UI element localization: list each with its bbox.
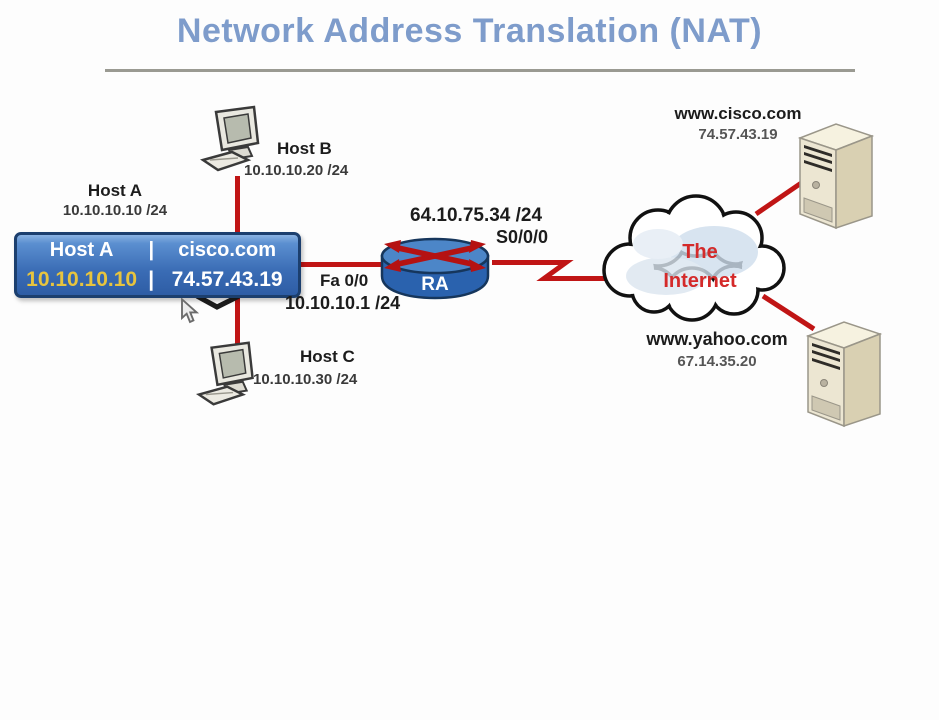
router-arrows-icon	[384, 240, 486, 272]
host-a-ip: 10.10.10.10 /24	[62, 202, 168, 219]
host-b-ip: 10.10.10.20 /24	[244, 162, 349, 179]
nat-translation-table: Host A | cisco.com 10.10.10.10 | 74.57.4…	[14, 232, 301, 298]
cloud-label-line1: The	[682, 241, 718, 263]
router-wan-ip-label: 64.10.75.34 /24	[410, 205, 543, 226]
host-a-name: Host A	[87, 181, 143, 200]
router-name: RA	[421, 274, 449, 295]
mouse-cursor	[181, 298, 200, 324]
router-lan-interface-label: Fa 0/0	[320, 271, 369, 290]
nat-inside-ip: 10.10.10.10	[26, 268, 138, 291]
host-c-ip: 10.10.10.30 /24	[253, 371, 358, 388]
host-c-computer-icon	[195, 341, 254, 406]
cisco-server-icon	[797, 123, 875, 230]
nat-table-header-row: Host A | cisco.com	[17, 235, 298, 265]
page-title: Network Address Translation (NAT)	[176, 12, 763, 50]
nat-outside-ip: 74.57.43.19	[171, 268, 283, 291]
cloud-label-line2: Internet	[663, 270, 737, 292]
yahoo-server-domain: www.yahoo.com	[646, 329, 788, 349]
yahoo-server-link	[761, 293, 816, 332]
router-lan-ip-label: 10.10.10.1 /24	[285, 293, 401, 313]
router-wan-interface-label: S0/0/0	[496, 227, 549, 247]
internet-cloud-label: The Internet	[635, 238, 765, 296]
yahoo-server-ip: 67.14.35.20	[677, 353, 757, 370]
host-b-name: Host B	[277, 139, 332, 158]
nat-inside-host: Host A	[49, 238, 114, 261]
title-underline	[105, 69, 855, 72]
serial-link	[492, 260, 620, 281]
yahoo-server-icon	[805, 321, 883, 428]
host-a-computer-base	[195, 294, 241, 310]
cisco-server-domain: www.cisco.com	[674, 104, 802, 123]
nat-outside-domain: cisco.com	[178, 238, 277, 261]
nat-table-ip-row: 10.10.10.10 | 74.57.43.19	[17, 265, 298, 295]
host-b-computer-icon	[200, 105, 260, 172]
host-c-name: Host C	[300, 347, 355, 366]
internet-cloud-icon	[602, 194, 786, 322]
router-icon: RA	[380, 237, 490, 300]
nat-separator: |	[148, 268, 155, 291]
cisco-server-ip: 74.57.43.19	[698, 126, 778, 143]
nat-separator: |	[148, 238, 155, 261]
